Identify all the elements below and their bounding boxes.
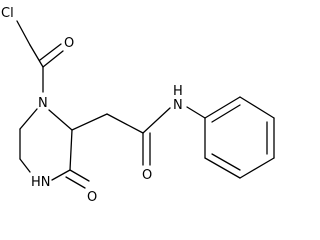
- chlorine-atom-label: Cl: [1, 6, 14, 21]
- bond-phenyl-4-5: [239, 157, 275, 179]
- bond-amide-c-n: [142, 107, 171, 134]
- bond-n4-c3: [51, 169, 71, 181]
- bond-phenyl-inner-1: [211, 104, 241, 123]
- bond-carbonyl-o-2: [39, 43, 62, 61]
- bond-ch2-amide-c: [106, 113, 144, 134]
- bond-c2-ch2: [71, 113, 108, 131]
- lactam-oxygen-label: O: [87, 190, 97, 205]
- bond-c3-lactam-o-1: [69, 169, 90, 182]
- bond-cl-ch2: [16, 20, 31, 46]
- bond-phenyl-inner-3: [211, 153, 241, 171]
- bond-c3-c2: [69, 129, 73, 171]
- chemical-structure: Cl O N H N O HN O: [1, 6, 275, 205]
- amide-oxygen-label: O: [142, 168, 152, 183]
- amide-nitrogen-label: N: [173, 98, 183, 113]
- bond-c5-n4: [19, 158, 31, 173]
- bond-c3-lactam-o-2: [65, 176, 86, 189]
- bond-carbonyl-o-1: [42, 50, 64, 68]
- bond-ch2-carbonyl: [29, 44, 44, 68]
- ketone-oxygen-label: O: [64, 36, 74, 51]
- bond-phenyl-1-2: [204, 96, 241, 119]
- ring-nitrogen-label: N: [38, 96, 48, 111]
- bond-phenyl-2-3: [239, 96, 275, 119]
- bond-phenyl-5-6: [204, 157, 241, 179]
- amide-hydrogen-label: H: [173, 84, 183, 99]
- bond-amide-n-phenyl: [186, 106, 206, 119]
- bond-c2-n1: [48, 109, 73, 131]
- bond-n1-c6: [19, 108, 38, 130]
- lactam-nh-label: HN: [31, 175, 51, 190]
